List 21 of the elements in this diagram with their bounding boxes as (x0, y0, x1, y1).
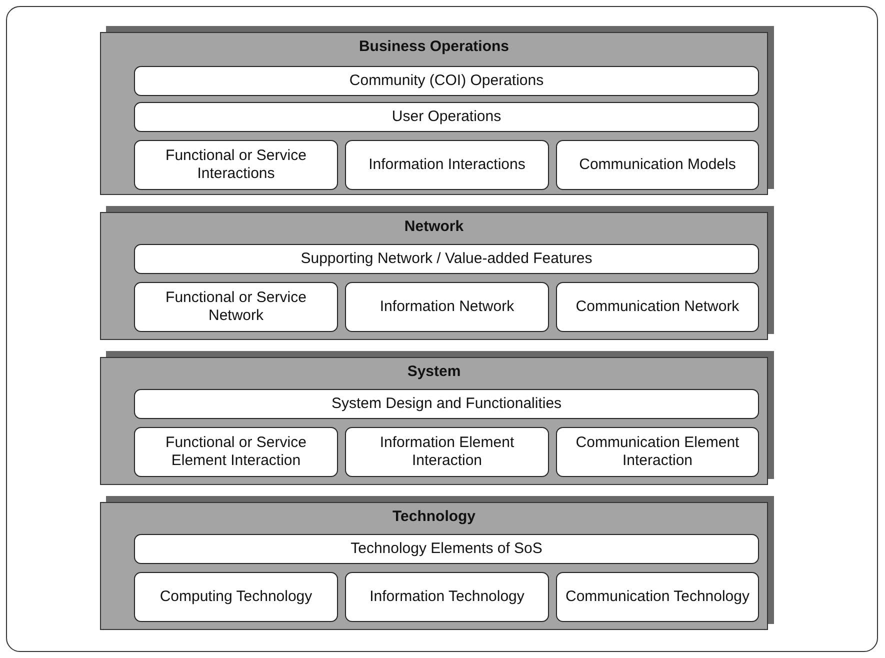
component-box: Technology Elements of SoS (134, 534, 759, 564)
component-box: Community (COI) Operations (134, 66, 759, 96)
component-box: Information Technology (345, 572, 549, 622)
component-box: Communication Models (556, 140, 759, 190)
component-box: Communication Network (556, 282, 759, 332)
component-box: System Design and Functionalities (134, 389, 759, 419)
component-box: User Operations (134, 102, 759, 132)
component-box: Communication Element Interaction (556, 427, 759, 477)
component-box: Supporting Network / Value-added Features (134, 244, 759, 274)
component-box: Computing Technology (134, 572, 338, 622)
component-box: Functional or Service Interactions (134, 140, 338, 190)
layer-title: System (406, 363, 462, 380)
component-box: Functional or Service Element Interaction (134, 427, 338, 477)
layer-title: Network (403, 218, 465, 235)
layer-title: Business Operations (358, 38, 510, 55)
component-box: Functional or Service Network (134, 282, 338, 332)
component-box: Communication Technology (556, 572, 759, 622)
component-box: Information Network (345, 282, 549, 332)
component-box: Information Interactions (345, 140, 549, 190)
layer-title: Technology (391, 508, 477, 525)
component-box: Information Element Interaction (345, 427, 549, 477)
